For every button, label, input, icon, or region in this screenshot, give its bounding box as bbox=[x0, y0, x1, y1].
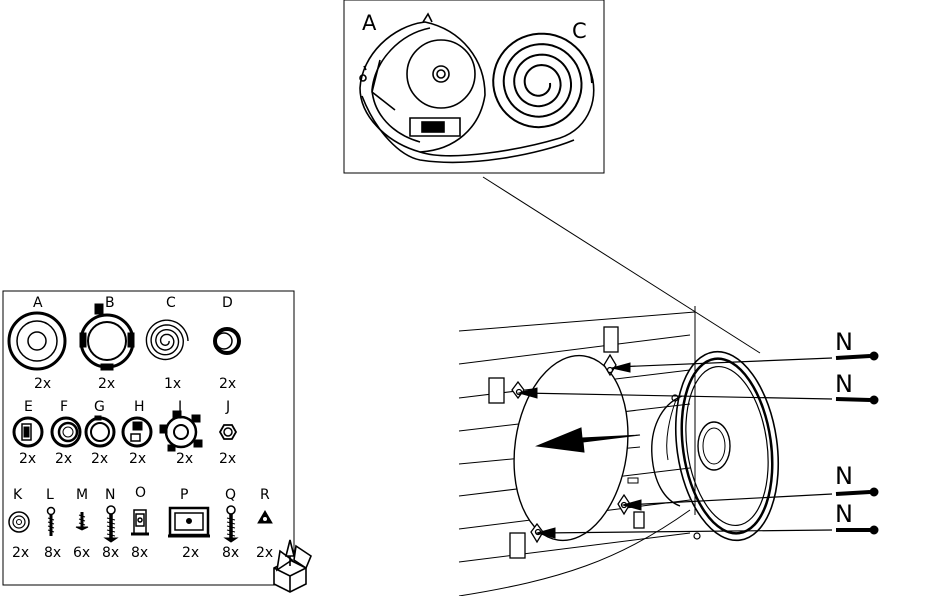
woofer-speaker bbox=[628, 345, 790, 547]
part-e-qty: 2x bbox=[19, 451, 36, 467]
part-l-qty: 8x bbox=[44, 545, 61, 561]
detail-inset: A C bbox=[344, 0, 604, 173]
part-l-letter: L bbox=[46, 487, 54, 503]
callout-n-3: N bbox=[835, 462, 853, 490]
part-n-letter: N bbox=[105, 487, 115, 503]
part-h-letter: H bbox=[134, 399, 145, 415]
part-m-qty: 6x bbox=[73, 545, 90, 561]
part-d-qty: 2x bbox=[219, 376, 236, 392]
part-k-letter: K bbox=[13, 487, 23, 503]
part-c-qty: 1x bbox=[164, 376, 181, 392]
part-q-letter: Q bbox=[225, 487, 236, 503]
part-c-letter: C bbox=[166, 295, 176, 311]
part-b-letter: B bbox=[105, 295, 115, 311]
detail-frame bbox=[344, 0, 604, 173]
part-f-qty: 2x bbox=[55, 451, 72, 467]
part-p-qty: 2x bbox=[182, 545, 199, 561]
part-o-letter: O bbox=[135, 485, 146, 501]
part-g-letter: G bbox=[94, 399, 105, 415]
part-p-letter: P bbox=[180, 487, 188, 503]
part-i-qty: 2x bbox=[176, 451, 193, 467]
detail-label-c: C bbox=[572, 19, 587, 43]
part-a-qty: 2x bbox=[34, 376, 51, 392]
callout-n-2: N bbox=[835, 370, 853, 398]
part-q-qty: 8x bbox=[222, 545, 239, 561]
part-j-letter: J bbox=[225, 399, 230, 415]
callout-n-4: N bbox=[835, 500, 853, 528]
part-a-letter: A bbox=[33, 295, 43, 311]
part-h-qty: 2x bbox=[129, 451, 146, 467]
part-f-letter: F bbox=[60, 399, 68, 415]
part-i-letter: I bbox=[178, 399, 182, 415]
leader-line bbox=[483, 177, 760, 353]
part-j-qty: 2x bbox=[219, 451, 236, 467]
part-b-qty: 2x bbox=[98, 376, 115, 392]
part-o-qty: 8x bbox=[131, 545, 148, 561]
detail-label-a: A bbox=[362, 11, 377, 35]
part-g-qty: 2x bbox=[91, 451, 108, 467]
part-d-letter: D bbox=[222, 295, 233, 311]
part-r-qty: 2x bbox=[256, 545, 273, 561]
part-m-letter: M bbox=[76, 487, 88, 503]
parts-list: A B C D 2x 2x 1x 2x E F G H I J 2x 2x 2x… bbox=[3, 291, 311, 592]
callout-n-1: N bbox=[835, 328, 853, 356]
part-r-letter: R bbox=[260, 487, 270, 503]
part-e-letter: E bbox=[24, 399, 33, 415]
part-n-qty: 8x bbox=[102, 545, 119, 561]
part-k-qty: 2x bbox=[12, 545, 29, 561]
